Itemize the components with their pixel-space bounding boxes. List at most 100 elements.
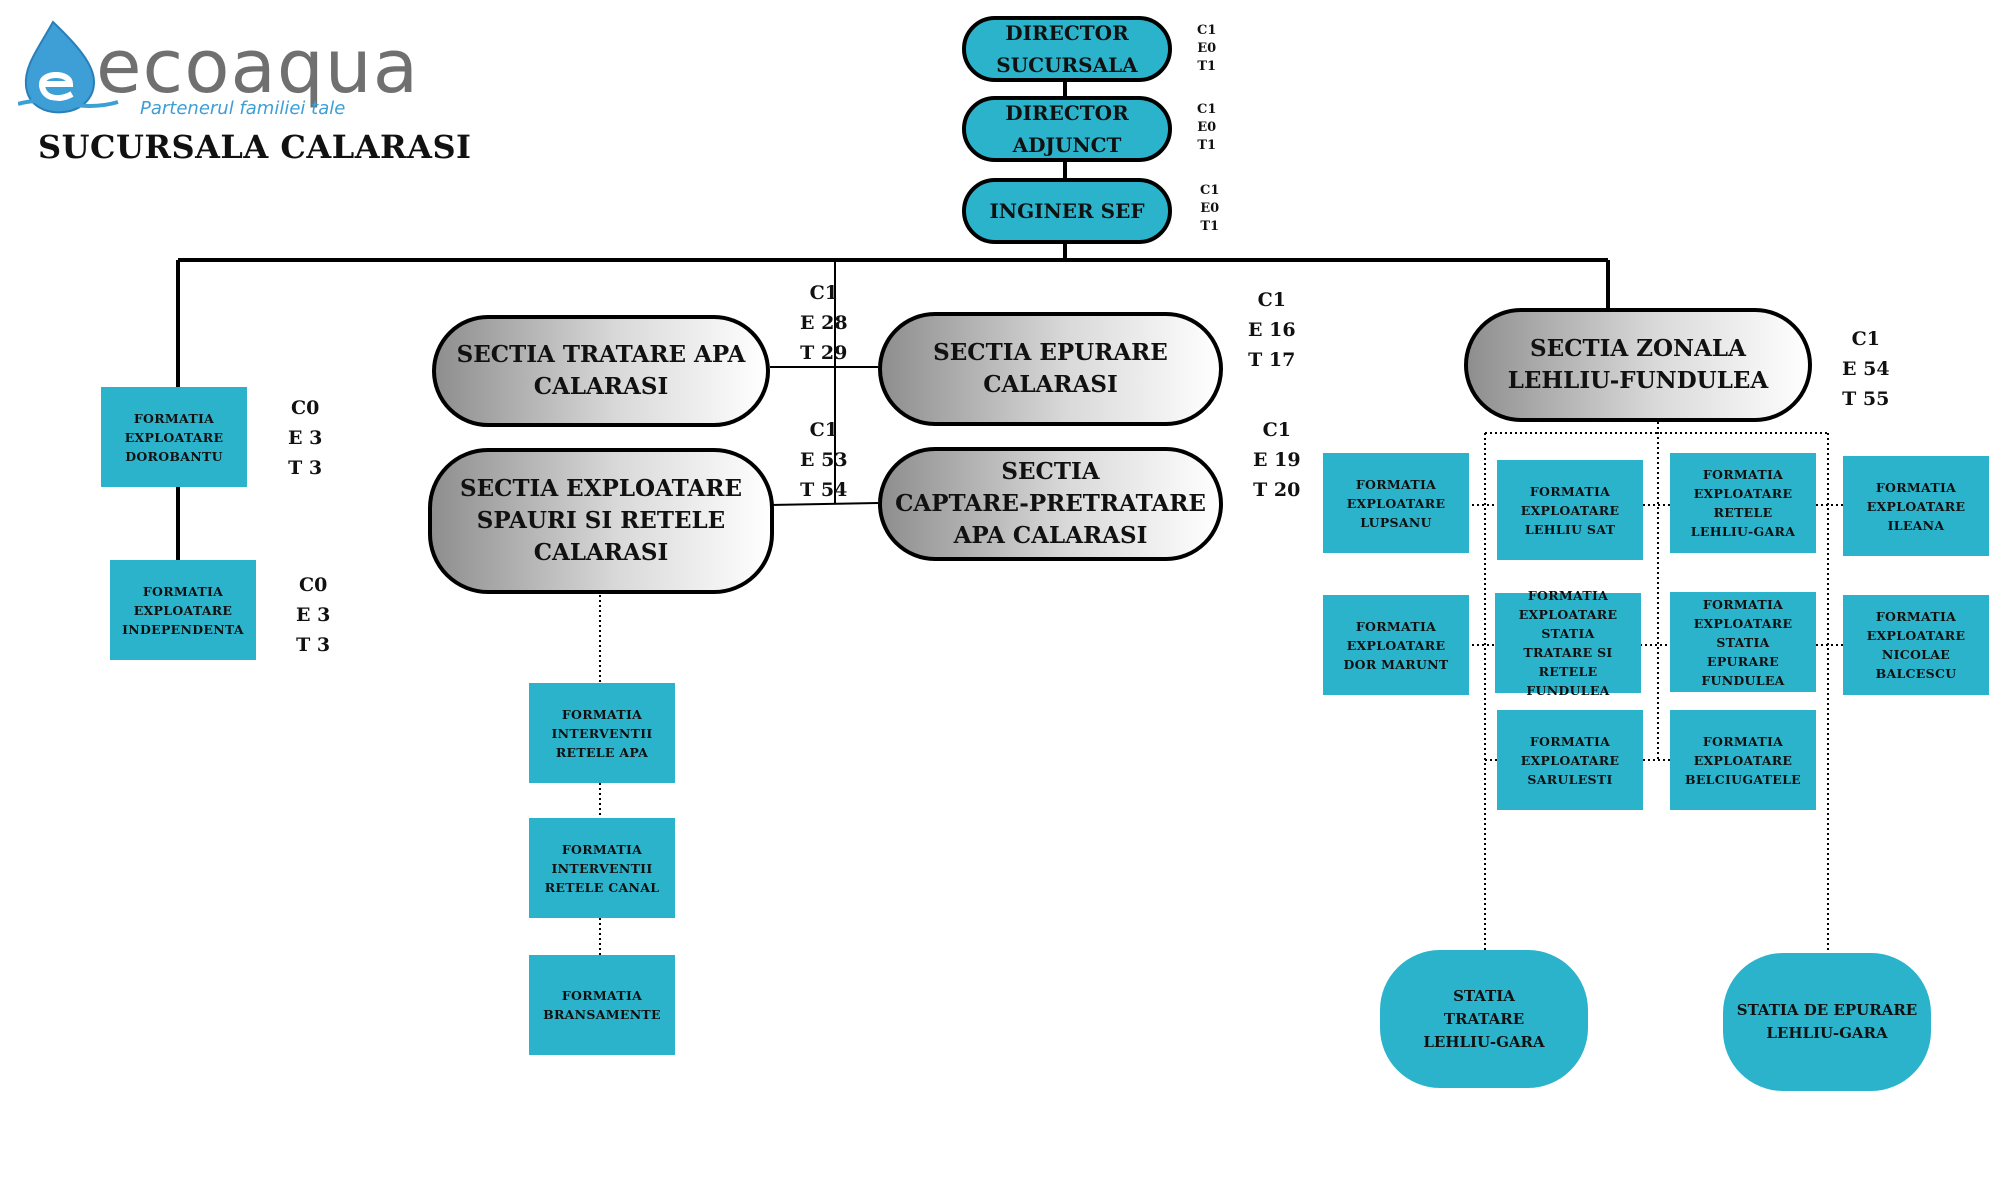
headcount-value: T 20	[1253, 479, 1301, 501]
node-label-line: STATIA	[1541, 626, 1595, 641]
node-label-line: EXPLOATARE	[1346, 637, 1446, 653]
headcount-sectia-tratare: C1 E 28 T 29	[800, 278, 848, 368]
node-label: FORMATIA EXPLOATARE SARULESTI	[1521, 732, 1620, 789]
node-label-line: ADJUNCT	[1012, 133, 1122, 157]
node-label-line: CALARASI	[533, 373, 669, 400]
node-label-line: DOR MARUNT	[1343, 656, 1449, 672]
node-label-line: FORMATIA	[1702, 596, 1784, 612]
node-label-line: INDEPENDENTA	[122, 621, 244, 637]
node-label-line: APA CALARASI	[953, 522, 1148, 549]
headcount-value: C1	[1197, 23, 1217, 38]
headcount-value: E0	[1197, 120, 1217, 135]
node-label-line: SECTIA EXPLOATARE	[460, 475, 742, 502]
headcount-value: C0	[298, 574, 328, 596]
node-label-line: FORMATIA	[561, 841, 643, 857]
headcount-value: C0	[290, 397, 320, 419]
headcount-value: E0	[1197, 41, 1217, 56]
headcount-value: T 3	[296, 634, 331, 656]
node-label-line: BELCIUGATELE	[1684, 771, 1801, 787]
node-label-line: EXPLOATARE	[1346, 495, 1446, 511]
node-label-line: NICOLAE	[1881, 647, 1951, 662]
node-label-line: EXPLOATARE	[1693, 615, 1793, 631]
node-label-line: EXPLOATARE	[1693, 752, 1793, 768]
logo-wordmark: ecoaqua	[96, 24, 419, 110]
node-label-line: EXPLOATARE	[1693, 486, 1793, 501]
logo-tagline: Partenerul familiei tale	[140, 98, 345, 119]
headcount-value: T1	[1197, 59, 1217, 74]
node-label-line: RETELE CANAL	[544, 879, 660, 895]
headcount-value: E 28	[800, 312, 848, 334]
node-label-line: SARULESTI	[1527, 771, 1613, 787]
node-label-line: FUNDULEA	[1701, 672, 1785, 688]
node-f-interventii-canal: FORMATIA INTERVENTII RETELE CANAL	[529, 818, 675, 918]
node-label-line: EXPLOATARE	[1866, 498, 1966, 514]
node-label-line: INTERVENTII	[551, 725, 653, 741]
node-label-line: FORMATIA	[1875, 479, 1957, 495]
node-label-line: STATIA	[1453, 986, 1515, 1005]
headcount-value: T 55	[1842, 388, 1890, 410]
node-label-line: RETELE	[1713, 505, 1773, 520]
node-inginer-sef: INGINER SEF	[962, 178, 1172, 244]
node-label-line: INTERVENTII	[551, 860, 653, 876]
node-label-line: SPAURI SI RETELE	[476, 507, 726, 534]
node-label-line: FORMATIA	[1529, 733, 1611, 749]
node-label-line: DIRECTOR	[1005, 21, 1129, 45]
headcount-value: T 29	[800, 342, 848, 364]
ecoaqua-logo: ecoaqua Partenerul familiei tale	[17, 14, 538, 124]
headcount-value: C1	[809, 282, 838, 304]
node-label-line: FORMATIA	[133, 410, 215, 426]
node-label-line: EXPLOATARE	[1518, 607, 1618, 622]
node-label-line: STATIA DE EPURARE	[1736, 1001, 1918, 1019]
node-label-line: SECTIA TRATARE APA	[456, 341, 746, 368]
node-director-adjunct: DIRECTOR ADJUNCT	[962, 96, 1172, 162]
node-label-line: FORMATIA	[1702, 733, 1784, 749]
node-label-line: FORMATIA	[1875, 609, 1957, 624]
headcount-value: C1	[809, 419, 838, 441]
node-label: INGINER SEF	[989, 195, 1144, 227]
branch-title: SUCURSALA CALARASI	[38, 128, 472, 166]
node-f-sarulesti: FORMATIA EXPLOATARE SARULESTI	[1497, 710, 1643, 810]
node-label-line: EXPLOATARE	[1520, 752, 1620, 768]
node-label: SECTIA TRATARE APA CALARASI	[457, 339, 746, 403]
node-label-line: EXPLOATARE	[1520, 502, 1620, 518]
headcount-value: E 53	[800, 449, 848, 471]
node-label-line: FUNDULEA	[1526, 683, 1610, 698]
node-label-line: CALARASI	[983, 371, 1118, 398]
node-label-line: LEHLIU-FUNDULEA	[1507, 367, 1769, 394]
node-label-line: LEHLIU-GARA	[1423, 1032, 1545, 1051]
headcount-value: T 3	[288, 457, 323, 479]
node-label: DIRECTOR ADJUNCT	[1005, 97, 1128, 161]
node-label-line: DIRECTOR	[1005, 101, 1129, 125]
node-label-line: BRANSAMENTE	[543, 1007, 661, 1022]
